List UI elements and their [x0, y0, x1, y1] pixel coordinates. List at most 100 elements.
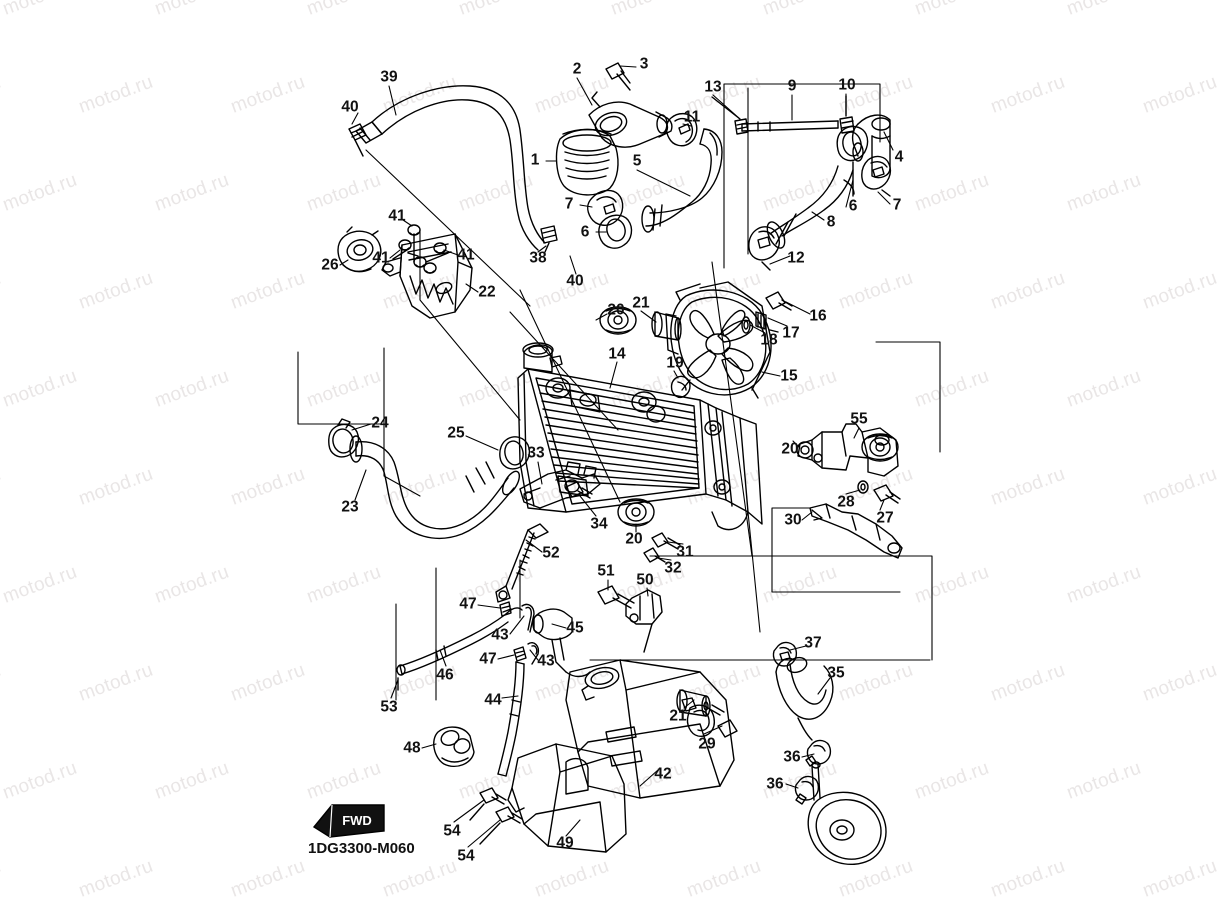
callout-bolt-54-lower: 54 — [457, 847, 475, 865]
callout-clamp-43-upper: 43 — [491, 626, 509, 644]
callout-bolt-34: 34 — [590, 515, 608, 533]
part-washer-28 — [857, 480, 869, 494]
part-hose-46 — [396, 607, 523, 676]
callout-clamp-12: 12 — [787, 249, 805, 267]
part-grommet-20-right — [861, 433, 899, 462]
callout-washer-28: 28 — [837, 493, 855, 511]
callout-clamp-7-left: 7 — [564, 195, 574, 213]
part-water-pump — [807, 761, 887, 865]
callout-clamp-47-lower: 47 — [479, 650, 497, 668]
grouping-frames — [297, 83, 941, 701]
fwd-direction-marker: FWD — [312, 804, 385, 838]
part-clamp-38 — [540, 225, 558, 253]
callout-clamp-48: 48 — [403, 739, 421, 757]
part-fan-15 — [665, 281, 779, 399]
part-radiator-cap-26 — [337, 226, 382, 273]
callout-bolt-31: 31 — [676, 543, 694, 561]
callout-clamp-43-lower: 43 — [537, 652, 555, 670]
callout-bolt-3: 3 — [639, 55, 649, 73]
part-clamp-25 — [499, 436, 531, 470]
part-clamp-47-lower — [513, 646, 527, 662]
callout-radiator-guard: 22 — [478, 283, 496, 301]
callout-valve-45: 45 — [566, 619, 584, 637]
part-hose-5 — [641, 128, 723, 233]
callout-clamp-6-right: 6 — [848, 197, 858, 215]
part-cable-52 — [495, 523, 549, 603]
callout-stay-30: 30 — [784, 511, 802, 529]
callout-clamp-10: 10 — [838, 76, 856, 94]
part-clamp-11 — [665, 112, 698, 147]
part-bolt-54-lower — [479, 806, 523, 845]
callout-stay-33: 33 — [527, 444, 545, 462]
callout-clamp-53: 53 — [380, 698, 398, 716]
part-reservoir-42 — [565, 659, 735, 799]
callout-radiator-hose-8: 8 — [826, 213, 836, 231]
part-bolt-3 — [605, 62, 631, 91]
callout-grommet-20-right: 20 — [781, 440, 799, 458]
callout-thermostat-housing-cover: 2 — [572, 60, 582, 78]
part-clamp-48 — [433, 726, 475, 768]
part-bolt-27 — [873, 484, 901, 504]
part-bracket-50 — [625, 589, 663, 653]
callout-clip-19: 19 — [666, 354, 684, 372]
part-washer-32 — [643, 547, 666, 563]
part-clamp-7-left — [587, 189, 624, 226]
callout-cable-52: 52 — [542, 544, 560, 562]
part-bolt-51 — [597, 585, 635, 609]
callout-clamp-13: 13 — [704, 78, 722, 96]
callout-washer-18: 18 — [760, 331, 778, 349]
callout-radiator-core: 14 — [608, 345, 626, 363]
callout-clamp-25: 25 — [447, 424, 465, 442]
callout-bracket-55: 55 — [850, 410, 868, 428]
callout-collar-17: 17 — [782, 324, 800, 342]
part-clamp-24 — [328, 418, 360, 458]
callout-grommet-20-lower: 20 — [625, 530, 643, 548]
callout-bolt-29: 29 — [698, 735, 716, 753]
callout-clamp-6-left: 6 — [580, 223, 590, 241]
callout-grommet-41-top: 41 — [388, 207, 406, 225]
callout-radiator-hose-5: 5 — [632, 152, 642, 170]
callout-water-pipe-4: 4 — [894, 148, 904, 166]
part-hose-23 — [349, 435, 521, 539]
callout-clamp-40-upper-left: 40 — [341, 98, 359, 116]
callout-clamp-40-lower: 40 — [566, 272, 584, 290]
part-clamp-12 — [748, 226, 780, 271]
callout-grommet-20-upper: 20 — [607, 301, 625, 319]
callout-clamp-36-upper: 36 — [783, 748, 801, 766]
part-clip-19 — [670, 375, 691, 398]
part-grommet-20-lower — [617, 498, 655, 527]
callout-washer-32: 32 — [664, 559, 682, 577]
part-cover-49 — [507, 743, 627, 853]
part-grommet-20-upper — [599, 306, 637, 335]
leader-lines — [339, 65, 894, 848]
part-clamp-6-left — [598, 214, 633, 249]
part-clamp-7-right — [861, 155, 892, 197]
callout-clamp-7-right: 7 — [892, 196, 902, 214]
part-clamp-40-upper — [348, 123, 367, 157]
part-clamp-36-upper — [805, 739, 832, 767]
callout-collar-21-lower: 21 — [669, 707, 687, 725]
callout-breather-hose-35: 35 — [827, 664, 845, 682]
callout-bolt-54-upper: 54 — [443, 822, 461, 840]
callout-hose-pipe-upper: 39 — [380, 68, 398, 86]
part-bracket-55 — [796, 423, 899, 477]
callout-radiator-cap: 26 — [321, 256, 339, 274]
callout-clamp-24: 24 — [371, 414, 389, 432]
callout-breather-pipe-9: 9 — [787, 77, 797, 95]
callout-reservoir-tank: 42 — [654, 765, 672, 783]
part-number-label: 1DG3300-M060 — [308, 840, 415, 857]
callout-bolt-51: 51 — [597, 562, 615, 580]
callout-grommet-41-right: 41 — [457, 246, 475, 264]
callout-cooling-fan: 15 — [780, 367, 798, 385]
part-stay-30 — [809, 503, 903, 559]
part-collar-17 — [755, 311, 767, 330]
part-hose-35 — [775, 656, 834, 741]
fwd-label: FWD — [342, 813, 372, 828]
part-clamp-47-upper — [499, 601, 512, 617]
part-grommets-41 — [392, 224, 449, 274]
part-clamp-43-upper — [521, 603, 535, 633]
part-stay-33 — [519, 461, 601, 509]
